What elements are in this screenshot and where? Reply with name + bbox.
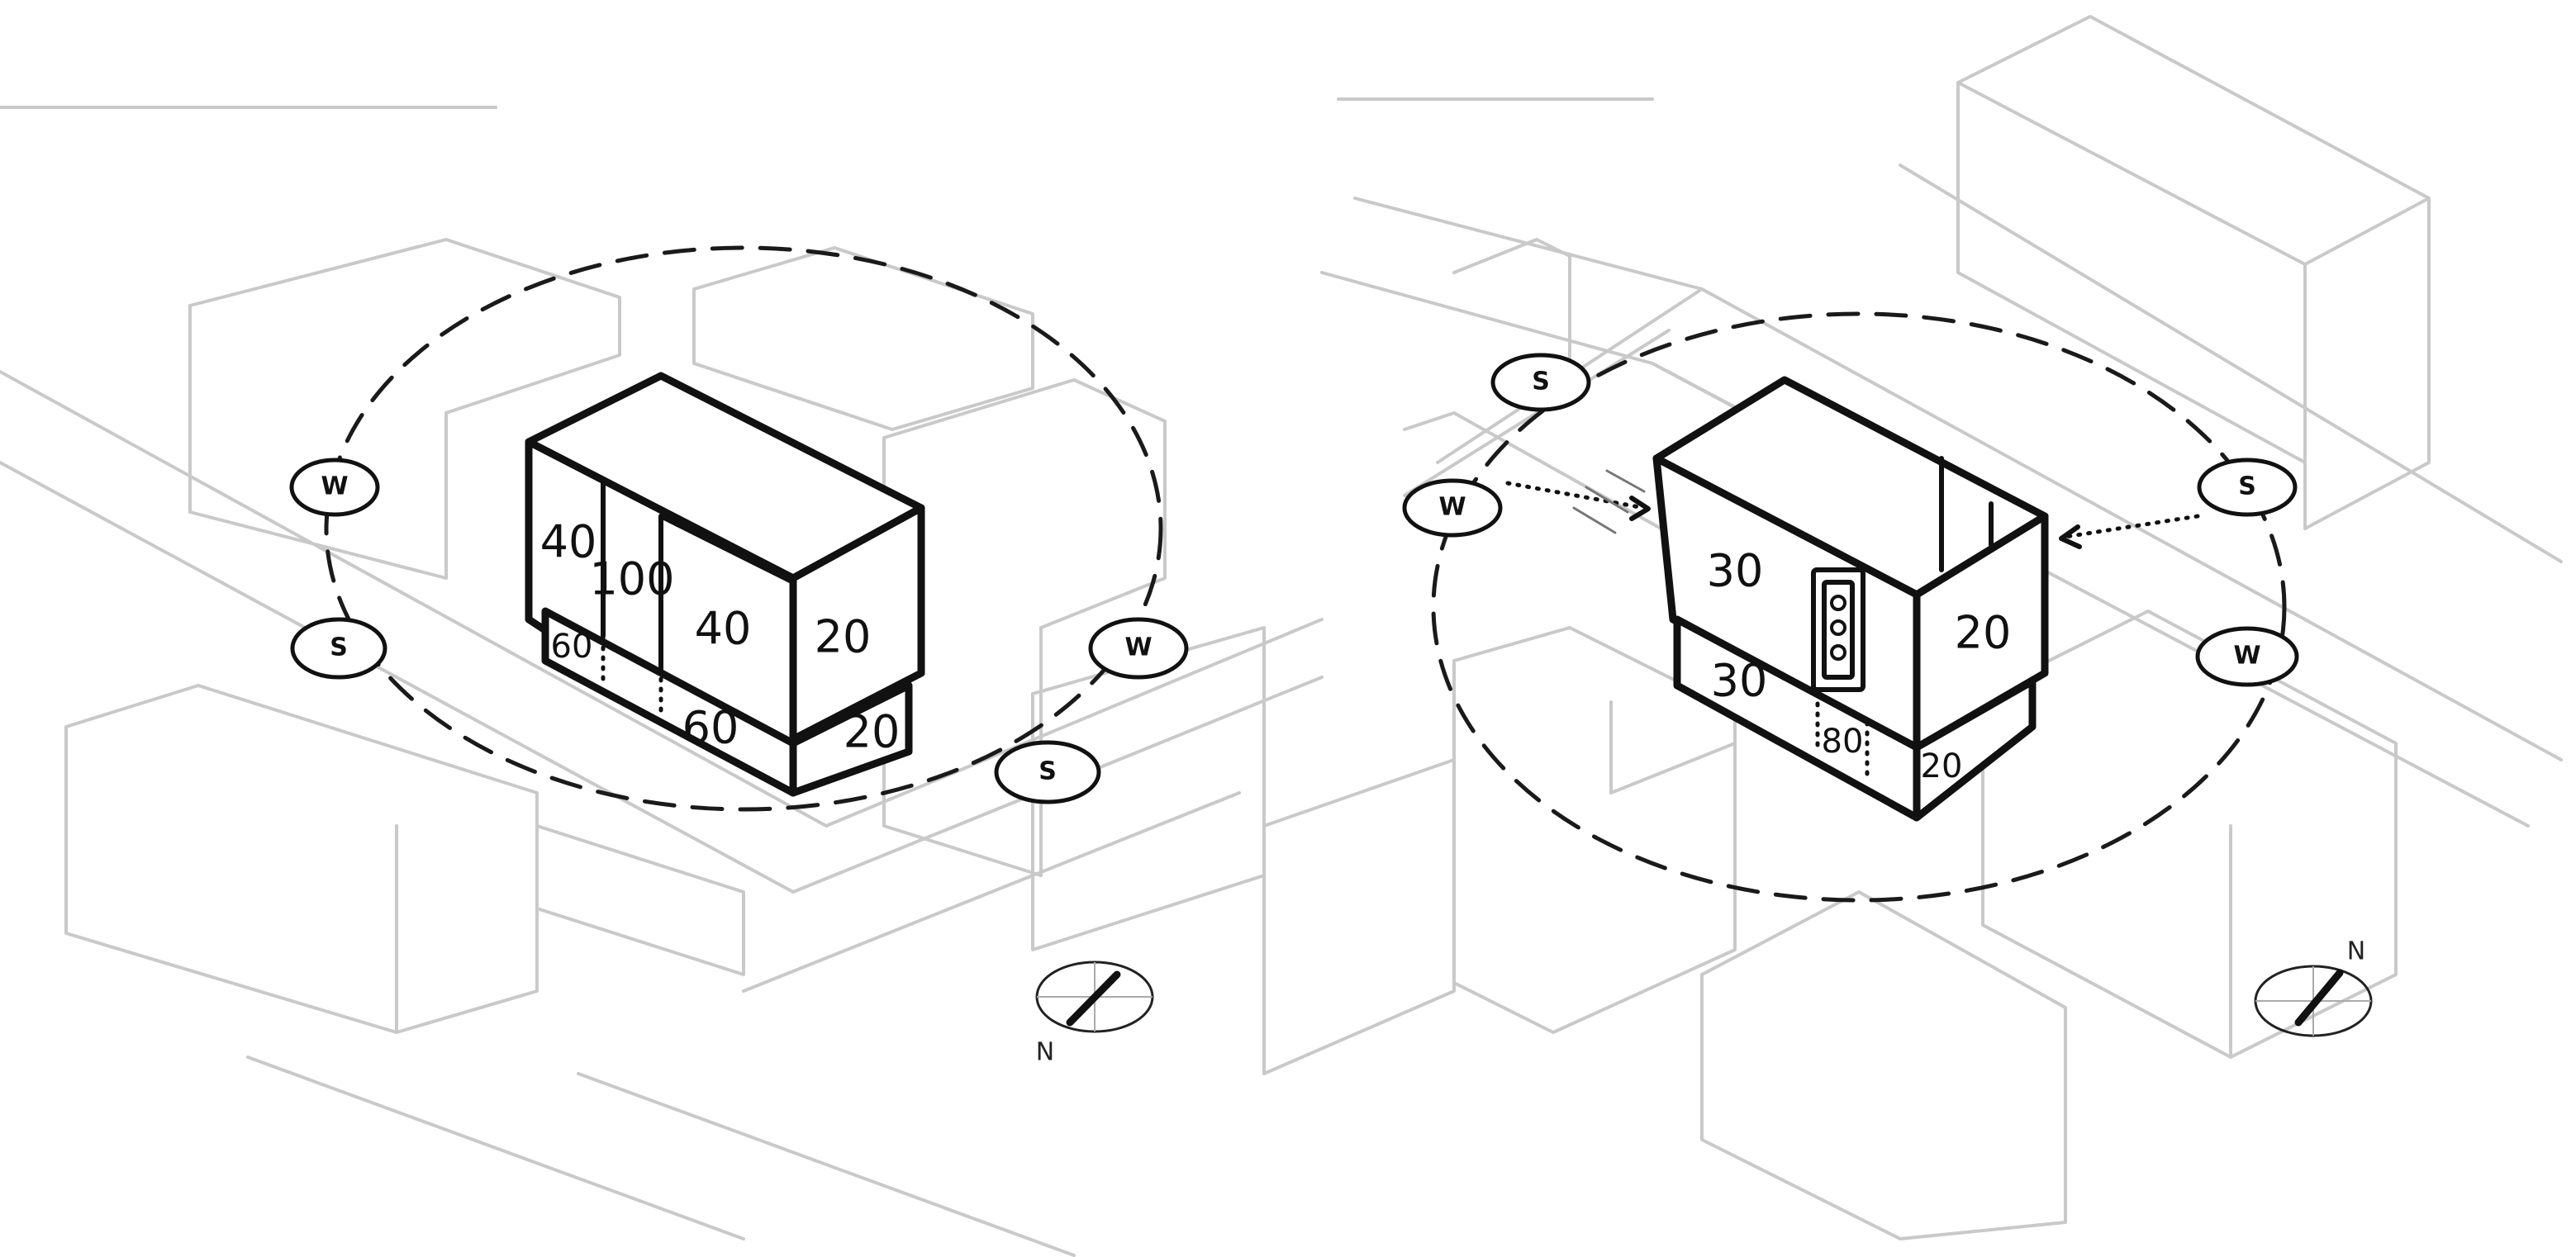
- svg-text:W: W: [2233, 642, 2260, 671]
- left-north-compass: N: [1036, 962, 1153, 1067]
- right-label-side-face: 20: [1955, 607, 2012, 659]
- svg-text:W: W: [321, 472, 348, 501]
- left-label-base-left: 60: [551, 628, 593, 666]
- left-label-side-face: 20: [815, 611, 872, 663]
- right-north-label: N: [2347, 937, 2365, 966]
- left-label-top-left-face: 40: [540, 516, 597, 568]
- svg-text:S: S: [330, 633, 348, 662]
- right-tag-s-2: S: [2199, 460, 2295, 515]
- right-label-base-front: 30: [1711, 655, 1768, 707]
- right-diagram: 30 20 30 80 20 S W S W N: [1264, 17, 2561, 1239]
- left-tag-s-1: S: [292, 619, 385, 677]
- left-tag-w-2: W: [1091, 619, 1186, 677]
- left-label-tall-strip: 100: [589, 553, 674, 605]
- svg-text:S: S: [1038, 757, 1057, 786]
- left-label-front-face: 40: [695, 603, 752, 655]
- right-tag-s-1: S: [1493, 355, 1589, 410]
- svg-text:S: S: [1532, 368, 1550, 396]
- svg-text:W: W: [1124, 633, 1152, 662]
- right-label-front-face: 30: [1707, 545, 1764, 597]
- svg-text:S: S: [2238, 472, 2256, 501]
- left-tag-s-2: S: [996, 742, 1099, 802]
- right-label-base-side: 20: [1921, 747, 1963, 785]
- right-tag-w-1: W: [1404, 481, 1500, 535]
- left-tag-w-1: W: [292, 460, 378, 515]
- left-diagram: 40 100 40 20 60 60 20 W S W S N: [0, 107, 1322, 1255]
- right-north-compass: N: [2255, 937, 2371, 1036]
- right-label-base-mid: 80: [1822, 723, 1864, 761]
- right-tag-w-2: W: [2198, 628, 2297, 685]
- left-north-label: N: [1036, 1038, 1054, 1067]
- left-label-base-front: 60: [682, 702, 739, 754]
- svg-text:W: W: [1438, 493, 1466, 522]
- left-label-base-side: 20: [844, 706, 901, 758]
